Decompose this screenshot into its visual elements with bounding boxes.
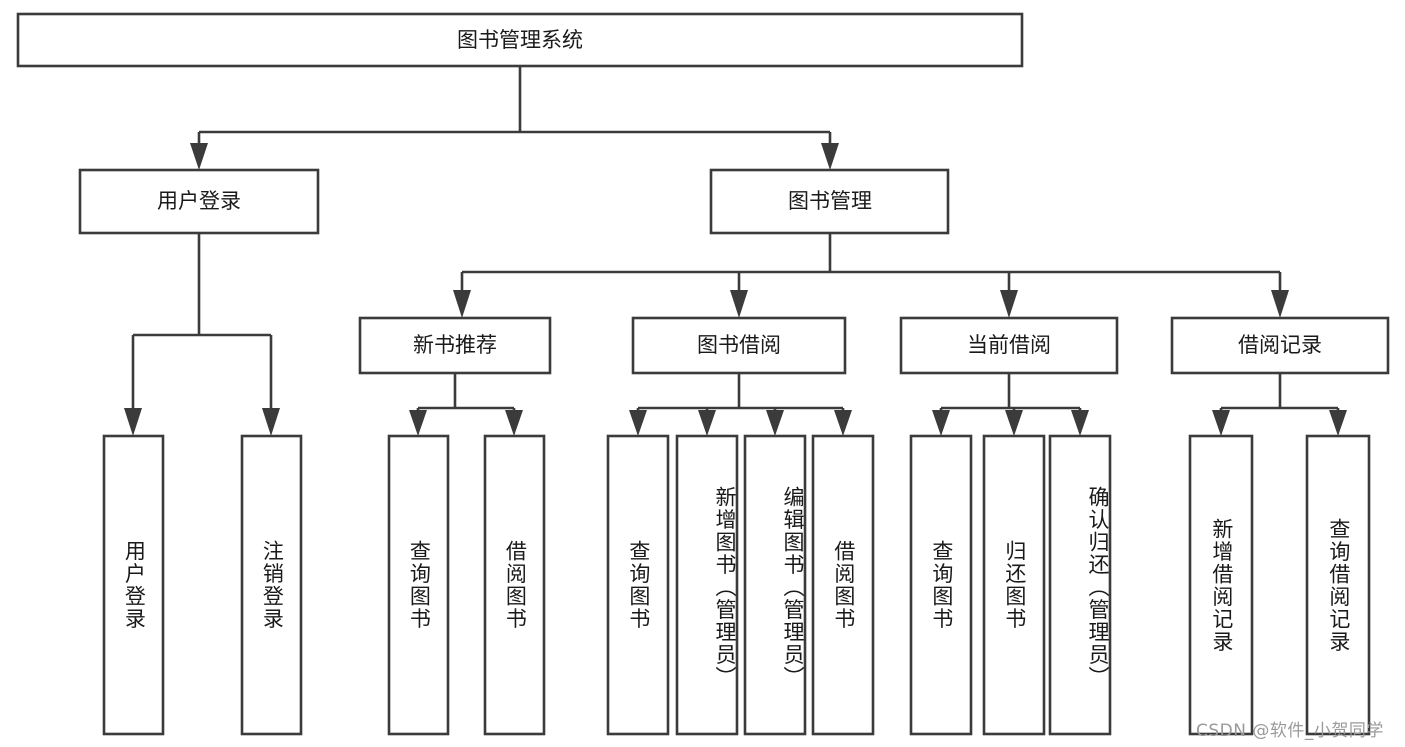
node-new-book-recommend-label: 新书推荐 — [413, 333, 497, 357]
csdn-watermark: CSDN @软件_小贺同学 — [1196, 721, 1384, 741]
leaf-boxes-group — [102, 434, 1371, 736]
arrowhead-bb-leaf1 — [629, 410, 647, 436]
node-new-book-recommend-box[interactable] — [358, 316, 552, 375]
leaf-box-logout[interactable] — [240, 434, 303, 736]
node-book-borrow-label: 图书借阅 — [697, 333, 781, 357]
node-borrow-record-label: 借阅记录 — [1238, 333, 1322, 357]
arrowhead-bb-leaf2 — [698, 410, 716, 436]
connector-group-root — [190, 66, 839, 170]
node-new-book-recommend[interactable]: 新书推荐 — [358, 316, 552, 375]
arrowhead-nbr-leaf1 — [409, 410, 427, 436]
node-book-management-label: 图书管理 — [788, 189, 872, 213]
leaf-box-confirm-return-admin[interactable] — [1048, 434, 1112, 736]
arrowhead-cb-leaf1 — [932, 410, 950, 436]
arrowhead-user-login — [190, 143, 208, 170]
connector-group-user-login — [124, 233, 280, 436]
node-book-management-box[interactable] — [709, 168, 950, 235]
node-borrow-record-box[interactable] — [1170, 316, 1390, 375]
connector-group-current-borrow — [932, 373, 1089, 436]
arrowhead-cb-leaf3 — [1071, 410, 1089, 436]
node-book-borrow-box[interactable] — [631, 316, 847, 375]
arrowhead-leaf-user-login — [124, 408, 142, 436]
node-root-box[interactable] — [16, 12, 1024, 68]
node-root-label: 图书管理系统 — [457, 28, 583, 52]
leaf-box-user-login[interactable] — [102, 434, 165, 736]
leaf-box-query-book-bb[interactable] — [606, 434, 670, 736]
arrowhead-bb-leaf3 — [766, 410, 784, 436]
node-user-login-label: 用户登录 — [157, 189, 241, 213]
node-book-borrow[interactable]: 图书借阅 — [631, 316, 847, 375]
connector-group-new-book-rec — [409, 373, 523, 436]
arrowhead-book-mgmt — [821, 143, 839, 170]
arrowhead-current-borrow — [1000, 290, 1018, 318]
node-current-borrow-label: 当前借阅 — [967, 333, 1051, 357]
arrowhead-new-book-rec — [453, 290, 471, 318]
leaf-box-add-book-admin[interactable] — [675, 434, 739, 736]
leaf-box-borrow-book-nbr[interactable] — [483, 434, 546, 736]
connector-group-book-borrow — [629, 373, 852, 436]
node-root[interactable]: 图书管理系统 — [16, 12, 1024, 68]
leaf-box-edit-book-admin[interactable] — [743, 434, 807, 736]
leaf-box-borrow-book-bb[interactable] — [811, 434, 875, 736]
arrowhead-nbr-leaf2 — [505, 410, 523, 436]
node-user-login-box[interactable] — [78, 168, 320, 235]
node-user-login[interactable]: 用户登录 — [78, 168, 320, 235]
leaf-box-return-book[interactable] — [982, 434, 1046, 736]
leaf-box-query-book-nbr[interactable] — [387, 434, 450, 736]
arrowhead-borrow-record — [1271, 290, 1289, 318]
arrowhead-cb-leaf2 — [1005, 410, 1023, 436]
arrowhead-bb-leaf4 — [834, 410, 852, 436]
arrowhead-leaf-logout — [262, 408, 280, 436]
leaf-box-query-borrow-record[interactable] — [1305, 434, 1371, 736]
leaf-box-add-borrow-record[interactable] — [1188, 434, 1254, 736]
node-current-borrow-box[interactable] — [899, 316, 1119, 375]
arrowhead-br-leaf2 — [1329, 410, 1347, 436]
arrowhead-br-leaf1 — [1212, 410, 1230, 436]
connector-group-book-mgmt — [453, 233, 1289, 318]
node-borrow-record[interactable]: 借阅记录 — [1170, 316, 1390, 375]
node-current-borrow[interactable]: 当前借阅 — [899, 316, 1119, 375]
leaf-box-query-book-cb[interactable] — [909, 434, 973, 736]
node-book-management[interactable]: 图书管理 — [709, 168, 950, 235]
connector-group-borrow-record — [1212, 373, 1347, 436]
arrowhead-book-borrow — [730, 290, 748, 318]
